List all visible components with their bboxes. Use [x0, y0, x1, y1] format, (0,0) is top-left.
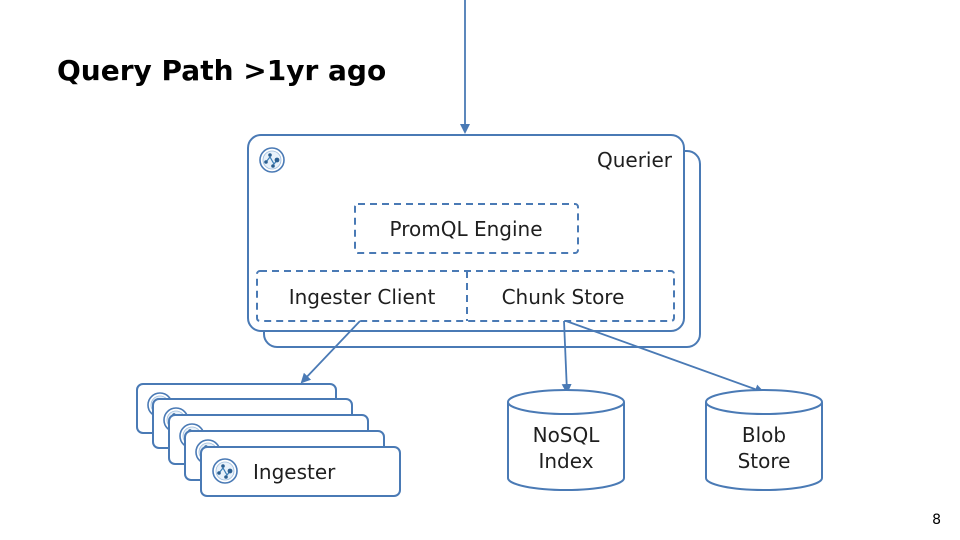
promql-engine-label: PromQL Engine — [390, 217, 543, 241]
querier-label: Querier — [597, 148, 673, 172]
promql-engine-box — [354, 203, 579, 254]
arrow-to-ingester — [300, 320, 361, 384]
arrow-to-nosql-index — [561, 320, 572, 394]
ingester-label: Ingester — [253, 460, 336, 484]
querier-box — [247, 134, 685, 332]
ingester-stack: Ingester — [136, 383, 401, 497]
arrow-to-blob-store — [565, 320, 765, 394]
nosql-top — [507, 389, 625, 415]
blob-body — [705, 402, 823, 491]
chunk-store-label: Chunk Store — [502, 285, 625, 309]
blob-store-cylinder: Blob Store — [705, 389, 823, 491]
page-number: 8 — [932, 512, 941, 528]
ingester-client-label: Ingester Client — [289, 285, 436, 309]
nosql-body — [507, 402, 625, 491]
blob-top — [705, 389, 823, 415]
nosql-index-cylinder: NoSQL Index — [507, 389, 625, 491]
nosql-label-line2: Index — [538, 449, 593, 473]
blob-label-line2: Store — [738, 449, 791, 473]
cortex-service-icon — [212, 458, 238, 484]
page-title: Query Path >1yr ago — [57, 54, 386, 87]
cortex-service-icon — [259, 147, 285, 173]
clients-row-box — [256, 270, 675, 322]
nosql-label-line1: NoSQL — [533, 423, 601, 447]
blob-label-line1: Blob — [742, 423, 786, 447]
ingester-box-5 — [200, 446, 401, 497]
